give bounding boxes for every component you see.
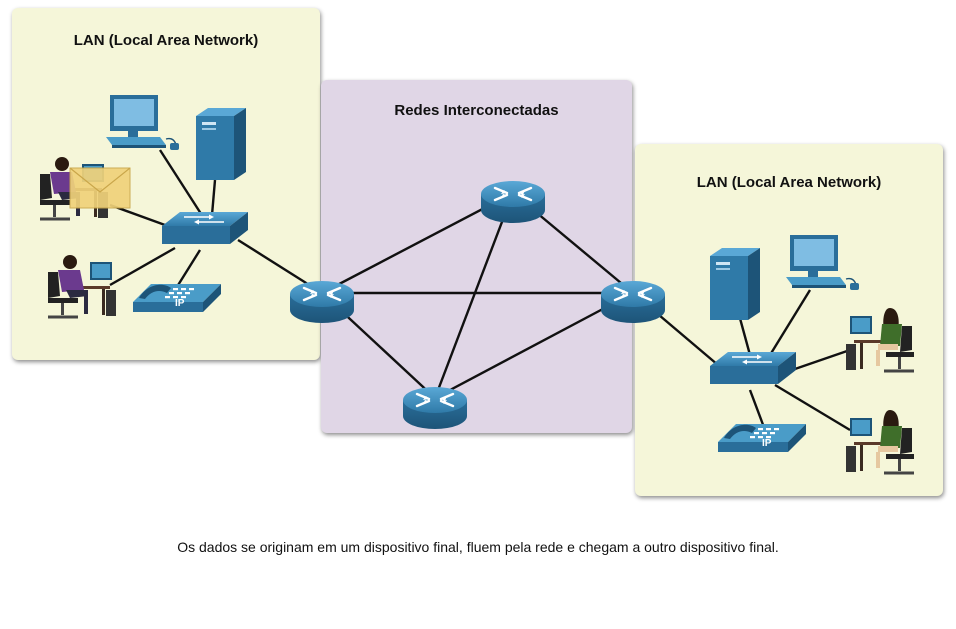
user-workstation-icon [46,253,118,319]
left-lan-title: LAN (Local Area Network) [73,32,259,49]
desktop-pc-icon [105,94,180,151]
email-envelope-icon [69,167,131,209]
link-phone-switch-right [748,389,767,431]
user-workstation-icon [844,408,916,475]
link-worker1-switch-right [791,348,851,372]
ip-phone-label: IP [762,438,772,449]
router-icon [599,279,667,325]
internetwork-panel: Redes Interconectadas [321,80,632,433]
server-icon [196,108,246,180]
internetwork-title: Redes Interconectadas [394,102,559,119]
diagram-caption: Os dados se originam em um dispositivo f… [177,539,779,555]
right-lan-title: LAN (Local Area Network) [696,174,882,191]
switch-icon [709,351,797,385]
link-router-top-router-bottom [433,192,515,399]
link-router-bottom-router-right [434,291,634,400]
link-worker2-switch-right [774,383,851,432]
desktop-pc-icon [785,234,860,291]
link-worker2-switch-left [109,246,176,287]
link-phone-switch-left [173,249,202,291]
switch-icon [161,211,249,245]
link-server-switch-left [210,179,217,216]
link-pc-switch-left [158,149,207,221]
server-icon [710,248,760,320]
router-icon [479,179,547,225]
router-icon [401,385,469,431]
user-workstation-icon [844,306,916,373]
router-icon [288,279,356,325]
link-pc-switch-right [768,289,812,356]
ip-phone-label: IP [175,298,185,309]
